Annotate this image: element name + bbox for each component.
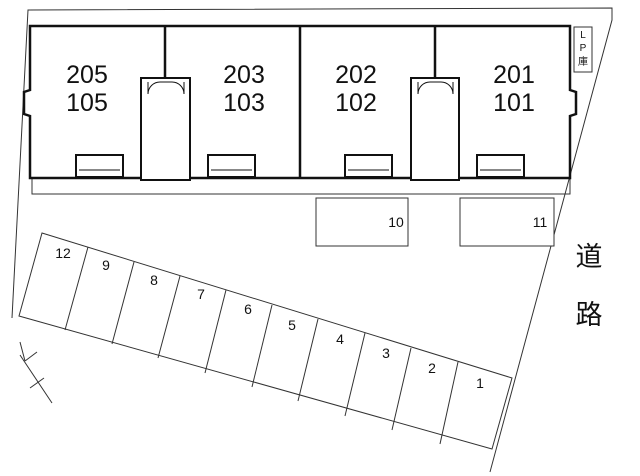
unit-label-lower: 105 bbox=[66, 89, 108, 117]
parking-number: 5 bbox=[288, 317, 296, 333]
unit-label-upper: 205 bbox=[66, 61, 108, 89]
parking-number: 2 bbox=[428, 360, 436, 376]
parking-number: 3 bbox=[382, 345, 390, 361]
unit-label-lower: 101 bbox=[493, 89, 535, 117]
parking-row bbox=[18, 232, 513, 450]
parking-number: 11 bbox=[533, 214, 548, 230]
parking-number: 4 bbox=[336, 331, 344, 347]
bay-window bbox=[75, 154, 124, 178]
lp-storage-box bbox=[573, 26, 593, 73]
bay-window bbox=[476, 154, 525, 178]
lot-boundary bbox=[11, 7, 613, 473]
lp-storage-label: P bbox=[580, 43, 587, 54]
lp-storage-label: L bbox=[580, 30, 586, 41]
parking-number: 12 bbox=[55, 245, 71, 261]
parking-number: 1 bbox=[476, 375, 484, 391]
parking-space-11 bbox=[459, 197, 555, 247]
stairwell-left bbox=[140, 77, 191, 181]
unit-label-upper: 202 bbox=[335, 61, 377, 89]
road-label: 路 bbox=[576, 300, 603, 330]
parking-number: 10 bbox=[388, 214, 404, 230]
stairwell-right bbox=[410, 77, 460, 181]
parking-space-10 bbox=[315, 197, 409, 247]
bay-window bbox=[344, 154, 393, 178]
road-label: 道 bbox=[576, 242, 603, 272]
parking-number: 8 bbox=[150, 272, 158, 288]
unit-label-upper: 203 bbox=[223, 61, 265, 89]
lp-storage-label: 庫 bbox=[578, 55, 588, 68]
unit-label-upper: 201 bbox=[493, 61, 535, 89]
parking-number: 7 bbox=[197, 286, 205, 302]
unit-label-lower: 103 bbox=[223, 89, 265, 117]
unit-label-lower: 102 bbox=[335, 89, 377, 117]
parking-number: 6 bbox=[244, 301, 252, 317]
parking-number: 9 bbox=[102, 257, 110, 273]
bay-window bbox=[207, 154, 256, 178]
north-arrow-icon bbox=[19, 341, 53, 404]
